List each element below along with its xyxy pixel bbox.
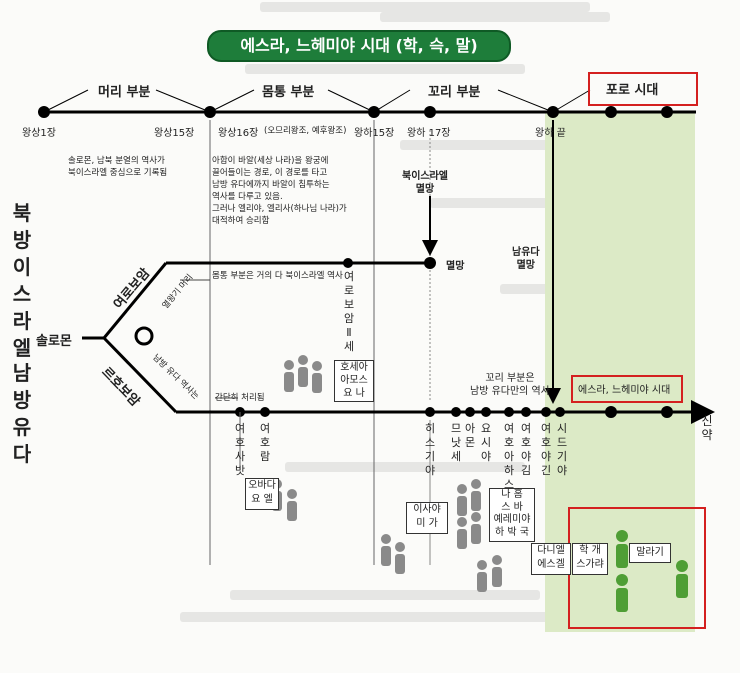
timeline-dot: [368, 106, 380, 118]
prophet-name: 호세아: [340, 362, 368, 373]
body-note: 아합이 바알(세상 나라)을 왕궁에 끌어들이는 경로, 이 경로를 타고 남방…: [212, 156, 347, 226]
point-label: 왕하 17장: [407, 128, 451, 139]
prophet-name: 예레미야: [493, 514, 531, 525]
split-ring: [134, 326, 154, 346]
solomon-label: 솔로몬: [36, 334, 72, 349]
prophet-name: 다니엘: [537, 545, 565, 556]
king-label: 여호야긴: [540, 422, 552, 477]
king-jeroboam-ii: 여로보암Ⅱ세: [343, 270, 355, 353]
king-label: 요시야: [480, 422, 492, 463]
king-label: 므낫세: [450, 422, 462, 463]
prophet-name: 이사야: [413, 504, 441, 515]
bg-bleed: [180, 612, 600, 622]
king-label: 히스기야: [424, 422, 436, 477]
prophet-name: 학 개: [579, 545, 601, 556]
king-label: 시드기야: [556, 422, 568, 477]
prophet-box-nahum: 나 홈 스 바 예레미야 하 박 국: [489, 488, 535, 542]
head-note: 솔로몬, 남북 분열의 역사가 북이스라엘 중심으로 기록됨: [68, 156, 168, 178]
section-body-label: 몸통 부분: [262, 85, 315, 100]
north-fall-label: 북이스라엘 멸망: [402, 171, 448, 195]
new-testament-label: 신약: [701, 414, 713, 442]
south-fall-label: 남유다 멸망: [512, 247, 540, 271]
timeline-dot: [547, 106, 559, 118]
prophet-name: 스 바: [501, 501, 523, 513]
timeline-dot: [605, 106, 617, 118]
point-note: (오므리왕조, 예후왕조): [264, 126, 347, 136]
prophet-name: 나 홈: [501, 489, 523, 500]
section-head-label: 머리 부분: [98, 85, 151, 100]
king-label: 여호아하스: [503, 422, 515, 491]
prophet-name: 미 가: [416, 518, 438, 529]
king-label: 여호야김: [520, 422, 532, 477]
prophet-name: 스가랴: [576, 559, 604, 570]
bg-bleed: [230, 590, 540, 600]
ezra-nehemiah-label: 에스라, 느헤미야 시대: [578, 385, 671, 396]
prophet-figures: [272, 355, 502, 592]
exile-era-label: 포로 시대: [606, 83, 659, 98]
timeline-dot: [204, 106, 216, 118]
bg-bleed: [260, 2, 590, 12]
point-label: 왕상16장: [218, 128, 259, 139]
era-highlight-box: [571, 375, 683, 403]
tail-note: 꼬리 부분은 남방 유다만의 역사: [470, 373, 550, 397]
king-label: 여호람: [259, 422, 271, 463]
north-note: 몸통 부분은 거의 다 북이스라엘 역사: [212, 271, 343, 281]
section-tail-label: 꼬리 부분: [428, 85, 481, 100]
brief-note: 간단히 처리됨: [215, 393, 265, 403]
prophet-name: 오바다: [248, 480, 276, 491]
king-label: 여호사밧: [234, 422, 246, 477]
prophet-box-obadiah: 오바다 요 엘: [245, 478, 279, 510]
bg-bleed: [380, 12, 610, 22]
page-title: 에스라, 느헤미야 시대 (학, 슥, 말): [207, 30, 511, 62]
prophet-name: 아모스: [340, 375, 368, 386]
bg-bleed: [245, 64, 525, 74]
prophet-box-daniel: 다니엘 에스겔: [531, 543, 571, 575]
prophet-name: 요 엘: [251, 494, 273, 505]
bg-bleed: [285, 462, 525, 472]
prophet-name: 에스겔: [537, 559, 565, 570]
timeline-dot: [661, 106, 673, 118]
prophet-name: 요 나: [343, 388, 365, 399]
timeline-dot: [38, 106, 50, 118]
prophet-box-malachi: 말라기: [629, 543, 671, 563]
point-label: 왕상1장: [22, 128, 56, 139]
prophet-box-isaiah: 이사야 미 가: [406, 502, 448, 534]
north-israel-vertical: 북방이스라엘: [12, 201, 32, 360]
prophet-box-hosea: 호세아 아모스 요 나: [334, 360, 374, 402]
exile-label-box: [588, 72, 698, 106]
bg-bleed: [430, 198, 610, 208]
prophet-box-haggai: 학 개 스가랴: [572, 543, 608, 575]
post-exile-figures: [616, 530, 688, 612]
point-label: 왕하15장: [354, 128, 395, 139]
king-label: 아몬: [464, 422, 476, 449]
timeline-dot: [424, 106, 436, 118]
point-label: 왕상15장: [154, 128, 195, 139]
prophet-name: 하 박 국: [495, 526, 529, 538]
south-judah-vertical: 남방유다: [12, 361, 32, 466]
fall-label: 멸망: [446, 261, 465, 272]
bg-bleed: [400, 140, 600, 150]
point-label: 왕하 끝: [535, 128, 566, 139]
